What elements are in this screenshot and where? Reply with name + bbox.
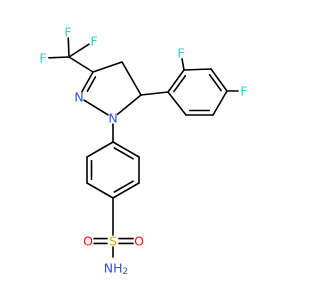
atom-F-cf3-1: F: [39, 51, 46, 66]
single-bond-C3-C4: [92, 61, 123, 73]
atom-O-sulfonyl-right: O: [134, 234, 144, 249]
single-bond-CF3-F-cf3-2: [67, 37, 70, 58]
single-bond-A2-A3: [183, 68, 212, 71]
atom-label-S-sulfonyl: S: [109, 234, 117, 249]
atom-N-ring: N: [108, 111, 117, 126]
atom-F-para: F: [240, 84, 247, 99]
atom-label-F-ortho: F: [177, 46, 184, 61]
atom-N-amide: NH2: [104, 261, 128, 278]
atom-label-F-cf3-2: F: [64, 25, 71, 40]
single-bond-C4-C5: [121, 61, 142, 96]
atom-F-cf3-3: F: [90, 34, 97, 49]
double-bond-B4-B5-b: [113, 180, 134, 193]
single-bond-CF3-F-cf3-1: [48, 56, 70, 59]
atom-label-O-sulfonyl-right: O: [134, 234, 144, 249]
single-bond-A2-F-ortho: [181, 58, 185, 71]
atom-F-cf3-2: F: [64, 25, 71, 40]
double-bond-N-imine-C3-b: [86, 76, 97, 92]
double-bond-A1-A2-b: [173, 74, 187, 93]
bonds-group: [48, 37, 239, 258]
double-bond-B6-B1-b: [113, 147, 134, 160]
single-bond-CF3-C3: [68, 56, 94, 73]
atom-N-imine: N: [74, 90, 83, 105]
double-bond-A3-A4-a: [210, 68, 228, 92]
single-bond-C5-N-ring: [116, 94, 142, 115]
double-bond-B4-B5-a: [112, 182, 140, 199]
double-bond-B6-B1-a: [112, 141, 140, 158]
single-bond-C5-A1: [140, 91, 169, 96]
double-bond-N-imine-C3-a: [81, 71, 94, 93]
single-bond-CF3-F-cf3-3: [68, 43, 90, 58]
atom-label-O-sulfonyl-left: O: [83, 234, 93, 249]
atom-F-ortho: F: [177, 46, 184, 61]
atom-S-sulfonyl: S: [109, 234, 117, 249]
atom-label-N-ring: N: [108, 111, 117, 126]
double-bond-A3-A4-b: [208, 73, 222, 92]
atom-label-F-cf3-3: F: [90, 34, 97, 49]
atom-label-N-amide: NH2: [104, 261, 128, 278]
atom-label-F-cf3-1: F: [39, 51, 46, 66]
single-bond-N-ring-N-imine: [83, 99, 109, 116]
double-bond-A1-A2-a: [167, 69, 185, 93]
atom-subscript-N-amide: 2: [123, 267, 129, 277]
chemical-structure-diagram: F F F F F N N S O O NH2: [39, 25, 247, 278]
atom-label-F-para: F: [240, 84, 247, 99]
single-bond-A4-A5: [212, 90, 228, 116]
single-bond-A6-A1: [167, 91, 187, 116]
atom-labels-group: F F F F F N N S O O NH2: [39, 25, 247, 278]
single-bond-B1-B2: [86, 141, 114, 158]
atom-O-sulfonyl-left: O: [83, 234, 93, 249]
single-bond-B3-B4: [86, 182, 114, 199]
atom-label-N-imine: N: [74, 90, 83, 105]
